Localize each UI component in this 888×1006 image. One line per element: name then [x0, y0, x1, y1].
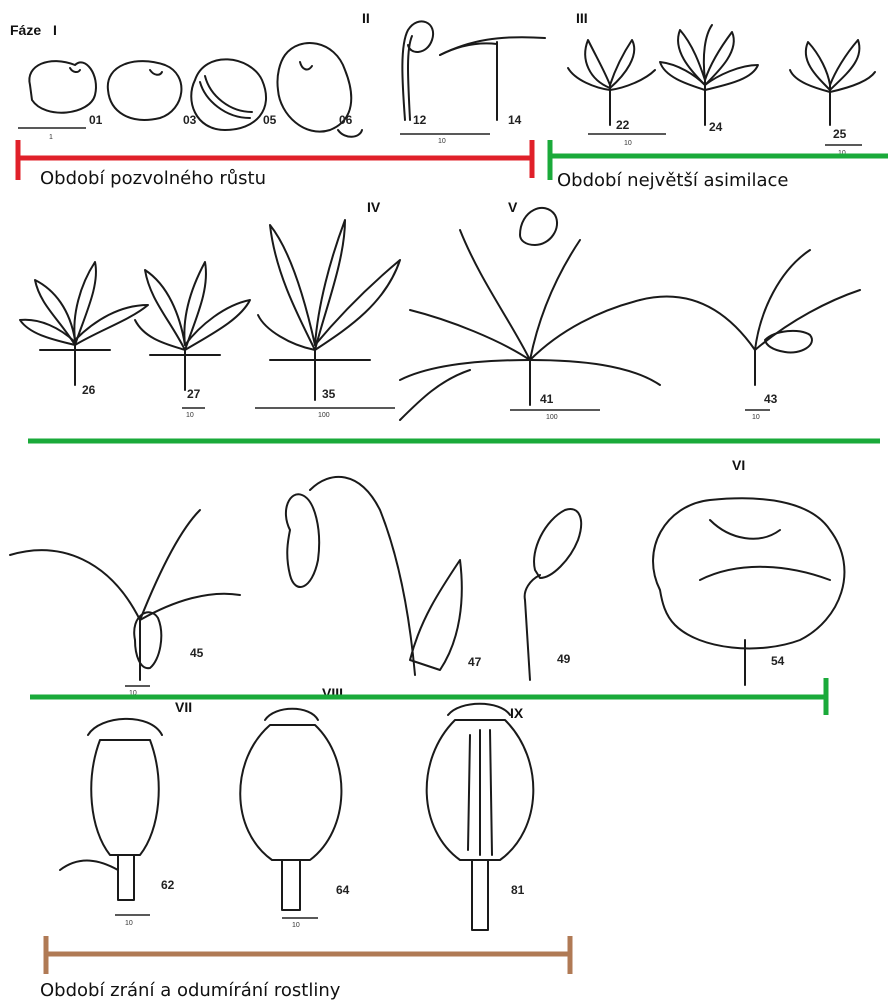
green-period-bar-3: [30, 678, 828, 715]
period-slow-growth: Období pozvolného růstu: [40, 168, 266, 189]
period-max-assimilation: Období největší asimilace: [557, 170, 789, 191]
period-ripening: Období zrání a odumírání rostliny: [40, 980, 340, 1001]
brown-period-bar: [44, 936, 572, 974]
